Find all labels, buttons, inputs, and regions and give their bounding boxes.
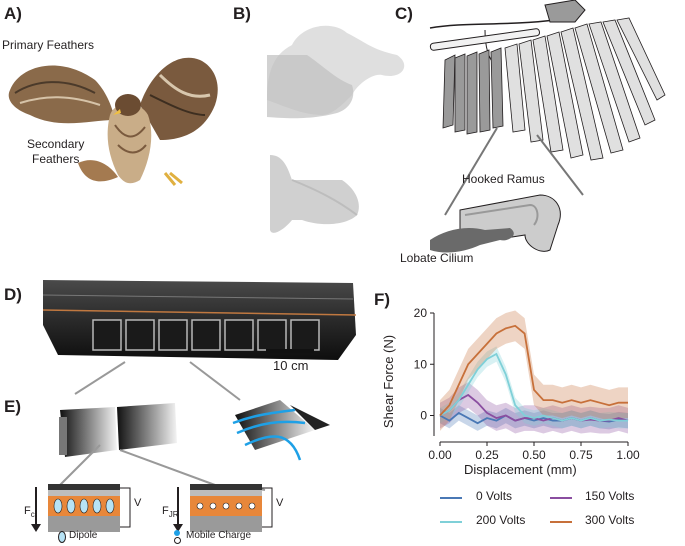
secondary-feathers-label-line2: Feathers [32,152,80,166]
panel-label-c: C) [395,4,413,23]
mobile-charge-capacitor-diagram [173,484,273,532]
lobate-cilium [430,228,514,253]
zoom-lines-d [74,361,241,401]
series-line-3 [439,324,628,417]
flap-schematic [59,400,330,461]
chart-xlabel: Displacement (mm) [464,462,577,477]
panel-label-d: D) [4,285,22,304]
hawk-head [115,94,141,116]
x-tick-label-0: 0.00 [428,448,452,462]
scale-bar-label: 10 cm [273,358,309,373]
feather-overlap-diagram [267,25,405,233]
panel-label-b: B) [233,4,251,23]
legend-swatch-150v [550,497,572,499]
panel-label-f: F) [374,290,391,309]
hooked-ramus-label: Hooked Ramus [462,172,545,186]
primary-feathers [504,17,666,161]
mobile-charge-hollow-icon [174,537,181,544]
flap-pair [60,407,117,457]
fc-label: Fc [24,505,35,520]
scale-bar [266,349,314,353]
panel-label-a: A) [4,4,22,23]
feather-silhouette-bottom [270,155,359,233]
hawk-right-wing [140,57,218,140]
series-line-2 [439,352,628,422]
x-tick-label-3: 0.75 [569,448,593,462]
legend-swatch-0v [440,497,462,499]
series-band-3 [440,310,628,431]
y-tick-label-2: 20 [414,306,428,320]
air-flow-arrows [232,408,306,461]
legend-label-300v: 300 Volts [585,513,635,527]
panel-label-e: E) [4,397,21,416]
v-label-right: V [276,497,284,509]
x-tick-label-4: 1.00 [616,448,640,462]
legend-swatch-200v [440,521,462,523]
v-label-left: V [134,497,142,509]
hooked-ramus-diagram [430,194,561,253]
hawk-left-wing [8,65,116,124]
legend-swatch-300v [550,521,572,523]
x-tick-label-1: 0.25 [475,448,499,462]
device-flaps [92,319,320,351]
mobile-charge-icon [174,530,180,536]
legend-label-200v: 200 Volts [476,513,526,527]
y-tick-label-0: 0 [420,409,427,423]
legend-label-150v: 150 Volts [585,489,635,503]
secondary-feathers [442,47,504,135]
wing-skeleton-diagram [429,0,666,216]
secondary-feathers-label-line1: Secondary [27,137,85,151]
flap-single [235,400,315,450]
dipole-capacitor-diagram [31,484,131,532]
dipole-icon [58,531,66,543]
shoulder-joint [544,0,586,23]
wing-bone [429,28,540,51]
device-photo [42,280,357,360]
fjr-label: FJR [162,505,179,520]
hawk-body [107,103,152,184]
y-tick-label-1: 10 [414,357,428,371]
chart-ylabel: Shear Force (N) [381,334,397,429]
series-band-2 [440,346,628,429]
legend-label-0v: 0 Volts [476,489,513,503]
lobate-cilium-label: Lobate Cilium [400,251,474,265]
dipole-legend-label: Dipole [69,530,98,541]
mobile-charge-legend-label: Mobile Charge [186,530,252,541]
hawk-illustration [8,57,218,186]
x-tick-label-2: 0.50 [522,448,546,462]
feather-silhouette-left [267,55,354,119]
primary-feathers-label: Primary Feathers [2,38,95,52]
